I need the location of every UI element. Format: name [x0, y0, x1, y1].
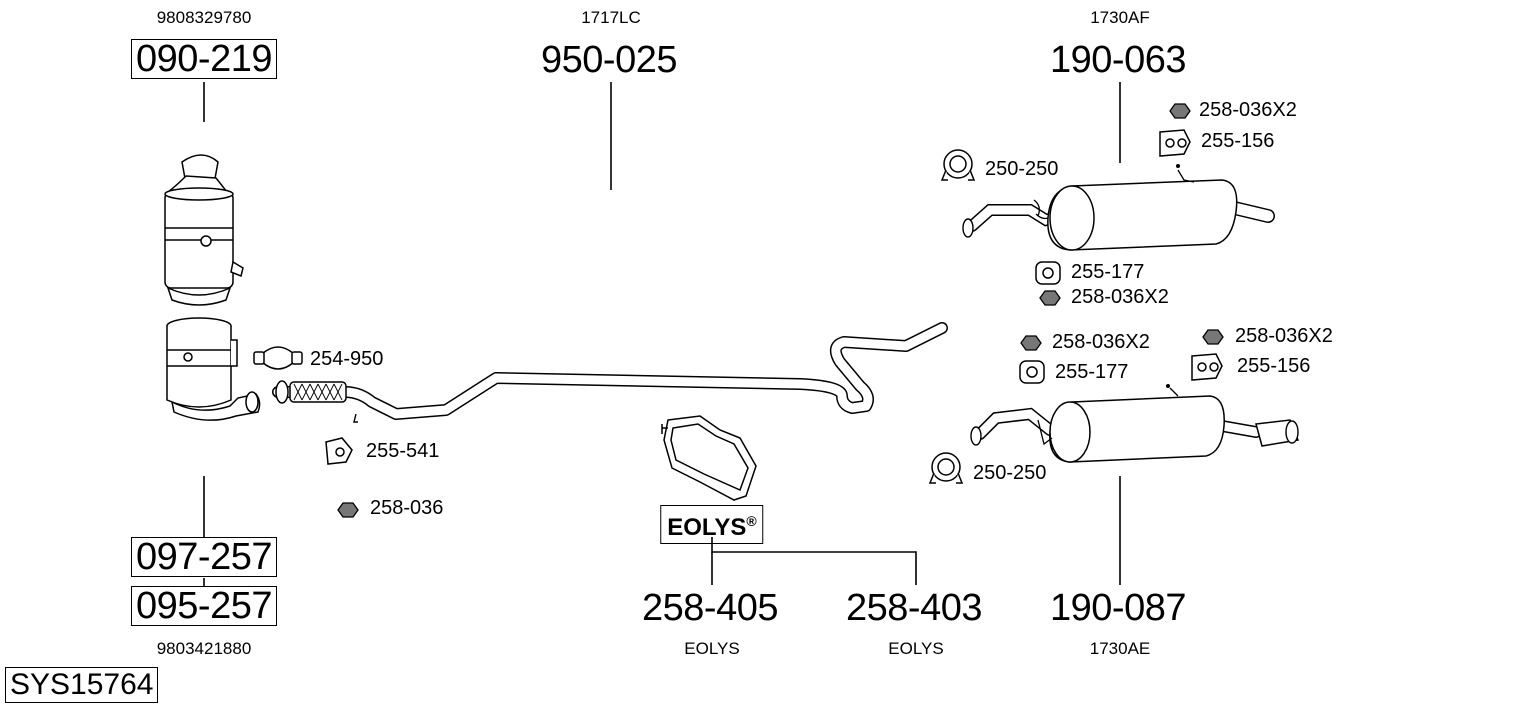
oem-number-rear-top: 1730AF	[1090, 8, 1150, 27]
accessory-label-mount-mid-1[interactable]: 255-177	[1071, 261, 1145, 283]
part-number-middle-pipe[interactable]: 950-025	[541, 39, 677, 81]
middle-pipe-drawing	[272, 322, 948, 423]
accessory-label-hanger-mid[interactable]: 255-156	[1237, 355, 1311, 377]
eolys-registered-mark: ®	[746, 513, 757, 529]
clamp-icon	[928, 452, 964, 484]
oem-number-rear-bottom: 1730AE	[1089, 639, 1151, 658]
accessory-label-hanger-top-1[interactable]: 255-156	[1201, 130, 1275, 152]
hanger-icon	[1159, 129, 1191, 157]
dpf-drawing	[166, 317, 261, 421]
eolys-badge: EOLYS®	[660, 505, 764, 544]
accessory-label-clamp-bottom[interactable]: 250-250	[973, 462, 1047, 484]
rubber-mount-icon	[325, 437, 353, 465]
rear-silencer-bottom-drawing	[970, 384, 1300, 463]
nut-icon	[1020, 335, 1042, 351]
hanger-icon	[1191, 353, 1223, 381]
label-eolys-right: EOLYS	[888, 639, 944, 658]
system-code: SYS15764	[5, 667, 159, 703]
accessory-label-clamp-top[interactable]: 250-250	[985, 158, 1059, 180]
oem-number-catalyst: 9808329780	[156, 8, 252, 27]
eolys-tank-drawing	[661, 415, 757, 501]
nut-icon	[1039, 290, 1061, 306]
rubber-mount-icon	[1035, 261, 1061, 285]
part-number-eolys-right[interactable]: 258-403	[846, 587, 982, 629]
accessory-label-nut-mid-1[interactable]: 258-036X2	[1071, 286, 1169, 308]
accessory-label-mount-mid-2[interactable]: 255-177	[1055, 361, 1129, 383]
part-number-eolys-left[interactable]: 258-405	[642, 587, 778, 629]
accessory-label-mount-front[interactable]: 255-541	[366, 440, 440, 462]
label-eolys-left: EOLYS	[684, 639, 740, 658]
part-number-dpf-a[interactable]: 097-257	[131, 537, 277, 577]
nut-icon	[337, 502, 359, 518]
eolys-badge-text: EOLYS	[667, 514, 747, 541]
oem-number-middle-pipe: 1717LC	[581, 8, 641, 27]
nut-icon	[1169, 103, 1191, 119]
nut-icon	[1202, 329, 1224, 345]
accessory-label-nut-mid-2[interactable]: 258-036X2	[1052, 331, 1150, 353]
part-number-rear-bottom[interactable]: 190-087	[1050, 587, 1186, 629]
catalyst-drawing	[164, 154, 244, 306]
accessory-label-nut-front[interactable]: 258-036	[370, 497, 444, 519]
rear-silencer-top-drawing	[962, 164, 1275, 251]
accessory-label-nut-mid-3[interactable]: 258-036X2	[1235, 325, 1333, 347]
clamp-icon	[253, 346, 303, 370]
oem-number-dpf: 9803421880	[156, 639, 252, 658]
part-number-catalyst[interactable]: 090-219	[131, 39, 277, 79]
part-number-rear-top[interactable]: 190-063	[1050, 39, 1186, 81]
accessory-label-clamp-front[interactable]: 254-950	[310, 348, 384, 370]
part-number-dpf-b[interactable]: 095-257	[131, 586, 277, 626]
leader-line-eolys-right	[711, 537, 917, 585]
accessory-label-nut-top-1[interactable]: 258-036X2	[1199, 99, 1297, 121]
clamp-icon	[940, 149, 976, 181]
rubber-mount-icon	[1019, 360, 1045, 384]
